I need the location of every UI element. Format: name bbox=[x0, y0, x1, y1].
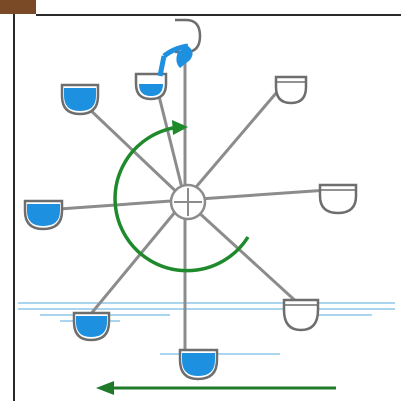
bucket-bottom bbox=[180, 350, 217, 379]
bucket-right-empty bbox=[320, 185, 356, 213]
bucket-upper-left-small bbox=[136, 56, 166, 99]
bucket-upper-right-empty bbox=[276, 77, 306, 103]
bucket-top-filling bbox=[164, 20, 200, 68]
wheel-hub bbox=[171, 185, 205, 219]
bucket-lower-right-empty bbox=[284, 300, 318, 330]
bucket-lower-left bbox=[74, 313, 109, 340]
bucket-upper-left bbox=[62, 85, 98, 114]
flow-arrow-left bbox=[96, 381, 336, 395]
bucket-left bbox=[25, 201, 62, 229]
